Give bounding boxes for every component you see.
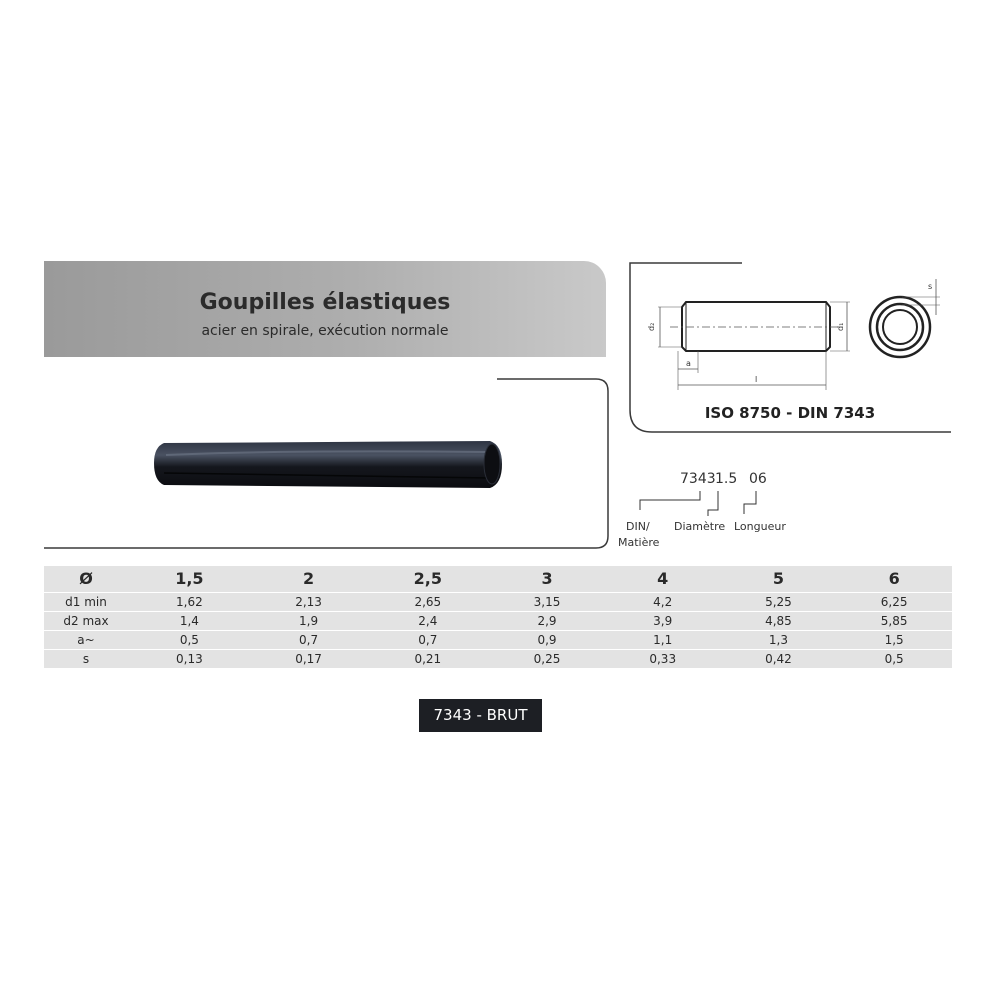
table-cell: 2,9: [537, 614, 557, 628]
dim-s-label: s: [928, 282, 932, 291]
table-header-row: Ø 1,5 2 2,5 3 4 5 6: [44, 566, 952, 593]
dim-a-label: a: [686, 359, 691, 368]
table-row-label: s: [82, 652, 90, 666]
order-code-din: 7343: [680, 471, 716, 487]
table-cell: 0,42: [765, 652, 792, 666]
table-row: a~ 0,5 0,7 0,7 0,9 1,1 1,3 1,5: [44, 630, 952, 650]
order-label-diametre: Diamètre: [674, 520, 726, 533]
table-cell: 1,5: [884, 633, 904, 647]
table-cell: 4,2: [653, 595, 673, 609]
order-code-diameter: 1.5: [715, 471, 738, 487]
product-code-badge: 7343 - BRUT: [419, 699, 542, 732]
table-header-cell: 4: [657, 569, 669, 588]
table-header-cell: 5: [772, 569, 784, 588]
table-cell: 0,5: [179, 633, 199, 647]
table-row-label: a~: [77, 633, 95, 647]
table-cell: 0,33: [649, 652, 677, 666]
table-header-cell: 2,5: [413, 569, 442, 588]
table-cell: 0,17: [295, 652, 322, 666]
table-cell: 2,13: [295, 595, 322, 609]
table-cell: 0,13: [176, 652, 203, 666]
order-label-longueur: Longueur: [734, 520, 786, 533]
page-title: Goupilles élastiques: [199, 290, 451, 315]
table-cell: 1,4: [179, 614, 199, 628]
table-cell: 2,4: [418, 614, 438, 628]
table-row: d1 min 1,62 2,13 2,65 3,15 4,2 5,25 6,25: [44, 592, 952, 612]
table-cell: 0,7: [418, 633, 438, 647]
table-cell: 5,25: [765, 595, 792, 609]
table-cell: 1,62: [176, 595, 203, 609]
dim-d1-label: d₁: [836, 323, 845, 331]
table-row: s 0,13 0,17 0,21 0,25 0,33 0,42 0,5: [44, 649, 952, 669]
table-header-cell: 1,5: [175, 569, 204, 588]
technical-drawing: d₂ d₁ a l s: [647, 279, 940, 390]
dim-l-label: l: [755, 375, 757, 384]
table-cell: 0,21: [414, 652, 442, 666]
table-cell: 0,5: [884, 652, 904, 666]
table-row-label: d1 min: [65, 595, 107, 609]
table-cell: 5,85: [880, 614, 908, 628]
table-cell: 1,3: [768, 633, 788, 647]
table-cell: 4,85: [765, 614, 792, 628]
order-label-matiere: Matière: [618, 536, 660, 549]
dim-d2-label: d₂: [647, 323, 656, 331]
table-cell: 6,25: [880, 595, 908, 609]
norm-label: ISO 8750 - DIN 7343: [704, 404, 876, 422]
table-row-label: d2 max: [63, 614, 109, 628]
table-cell: 1,9: [299, 614, 319, 628]
order-code-brackets: [639, 491, 757, 516]
table-cell: 2,65: [414, 595, 442, 609]
spring-pin-photo: [154, 441, 502, 488]
table-cell: 1,1: [653, 633, 673, 647]
table-row: d2 max 1,4 1,9 2,4 2,9 3,9 4,85 5,85: [44, 611, 952, 631]
table-header-cell: 2: [303, 569, 315, 588]
table-header-cell: Ø: [79, 569, 93, 588]
page-subtitle: acier en spirale, exécution normale: [201, 323, 449, 339]
table-header-cell: 3: [541, 569, 553, 588]
spec-table: Ø 1,5 2 2,5 3 4 5 6 d1 min 1,62 2,13 2,6…: [44, 566, 952, 669]
order-label-din: DIN/: [626, 520, 650, 533]
table-cell: 0,7: [299, 633, 319, 647]
table-header-cell: 6: [888, 569, 900, 588]
table-cell: 0,25: [533, 652, 561, 666]
order-code-length: 06: [749, 471, 767, 487]
table-cell: 3,15: [533, 595, 561, 609]
table-cell: 3,9: [653, 614, 673, 628]
header-banner: [44, 261, 606, 357]
table-cell: 0,9: [537, 633, 557, 647]
